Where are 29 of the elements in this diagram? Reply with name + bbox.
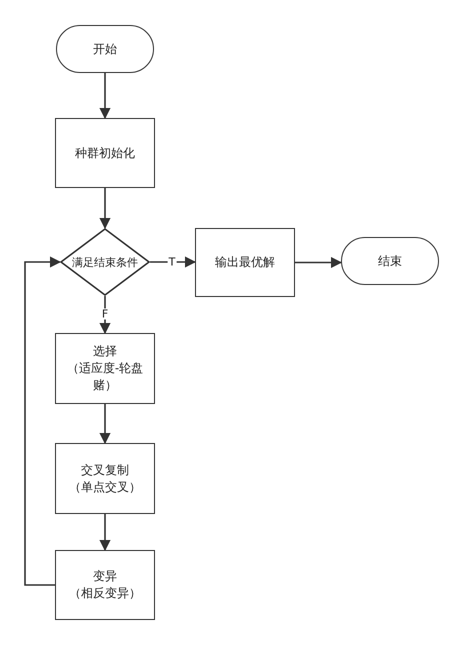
node-text: 选择	[93, 343, 117, 360]
node-text: （单点交叉）	[69, 478, 141, 496]
edge-label: T	[168, 256, 176, 268]
process-box	[55, 443, 155, 514]
arrow	[99, 296, 111, 334]
node-text: 输出最优解	[215, 254, 275, 271]
node-text: 开始	[93, 40, 117, 58]
node-text: 交叉复制	[81, 462, 129, 478]
node-text: 种群初始化	[75, 144, 135, 162]
node-text: 变异	[93, 568, 117, 585]
terminal-pill	[341, 237, 439, 285]
process-box	[55, 550, 155, 620]
arrow	[150, 256, 196, 268]
terminal-pill	[56, 25, 154, 73]
arrow	[24, 256, 62, 586]
arrow	[99, 514, 111, 552]
decision-diamond	[60, 228, 150, 296]
arrow	[99, 188, 111, 230]
process-box	[55, 118, 155, 188]
edge-label: F	[100, 308, 110, 320]
node-text: 满足结束条件	[72, 254, 138, 270]
node-text: （适应度-轮盘赌）	[66, 360, 144, 394]
arrow	[99, 73, 111, 120]
node-text: （相反变异）	[69, 585, 141, 602]
process-box	[55, 333, 155, 404]
node-text: 结束	[378, 252, 402, 270]
arrow	[295, 256, 342, 268]
process-box	[195, 228, 295, 297]
arrow	[99, 404, 111, 444]
